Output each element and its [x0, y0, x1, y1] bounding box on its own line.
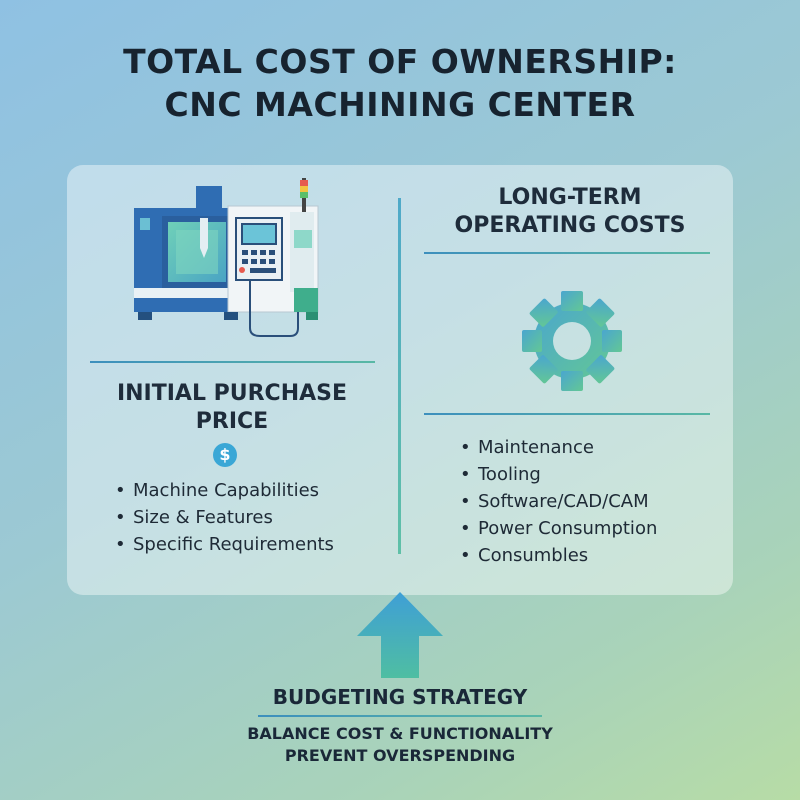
list-item-label: Consumbles: [478, 545, 589, 566]
list-item: •Tooling: [460, 464, 541, 485]
right-divider-bottom: [424, 413, 710, 415]
list-item-label: Size & Features: [133, 507, 273, 528]
up-arrow-icon: [357, 592, 443, 678]
operating-heading: LONG-TERM OPERATING COSTS: [405, 184, 735, 240]
initial-heading-line-1: INITIAL PURCHASE: [116, 381, 348, 406]
page-title: TOTAL COST OF OWNERSHIP: CNC MACHINING C…: [0, 40, 800, 126]
operating-heading-line-1: LONG-TERM: [498, 185, 642, 210]
page-title-line-2: CNC MACHINING CENTER: [164, 85, 636, 124]
list-item: •Power Consumption: [460, 518, 658, 539]
strategy-heading: BUDGETING STRATEGY: [272, 685, 528, 709]
list-item-label: Maintenance: [478, 437, 594, 458]
list-item-label: Machine Capabilities: [133, 480, 320, 501]
strategy-underline: [258, 715, 542, 717]
initial-bullet-list: •Machine Capabilities •Size & Features •…: [115, 477, 334, 558]
operating-heading-line-2: OPERATING COSTS: [454, 213, 686, 238]
list-item: •Maintenance: [460, 437, 594, 458]
list-item-label: Software/CAD/CAM: [478, 491, 649, 512]
list-item: •Software/CAD/CAM: [460, 491, 649, 512]
list-item-label: Specific Requirements: [133, 534, 334, 555]
left-divider: [90, 361, 375, 363]
list-item-label: Tooling: [478, 464, 541, 485]
page-title-line-1: TOTAL COST OF OWNERSHIP:: [123, 42, 677, 81]
list-item: •Consumbles: [460, 545, 589, 566]
list-item-label: Power Consumption: [478, 518, 658, 539]
initial-heading-line-2: PRICE: [195, 409, 269, 434]
dollar-icon: $: [213, 443, 237, 467]
strategy-line-1: BALANCE COST & FUNCTIONALITY: [247, 724, 553, 743]
operating-bullet-list: •Maintenance •Tooling •Software/CAD/CAM …: [460, 434, 657, 569]
cnc-machine-icon: [134, 178, 319, 337]
initial-heading: INITIAL PURCHASE PRICE: [67, 380, 397, 436]
strategy-line-2: PREVENT OVERSPENDING: [284, 746, 516, 765]
list-item: •Size & Features: [115, 507, 273, 528]
list-item: •Specific Requirements: [115, 534, 334, 555]
list-item: •Machine Capabilities: [115, 480, 320, 501]
right-divider-top: [424, 252, 710, 254]
vertical-divider: [398, 198, 401, 554]
strategy-details: BALANCE COST & FUNCTIONALITY PREVENT OVE…: [0, 723, 800, 767]
gear-icon: [522, 291, 622, 391]
